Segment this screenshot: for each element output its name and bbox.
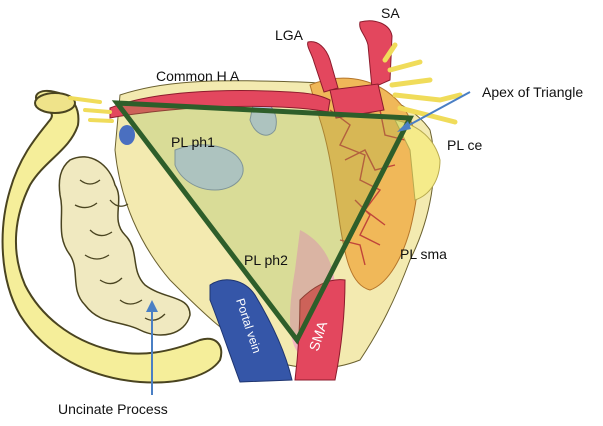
label-uncinate: Uncinate Process [58,401,168,417]
label-sa: SA [381,5,400,21]
label-pl-ce: PL ce [447,137,482,153]
label-pl-ph1: PL ph1 [171,134,215,150]
label-pl-sma: PL sma [400,246,447,262]
label-apex: Apex of Triangle [482,84,583,100]
label-pl-ph2: PL ph2 [244,252,288,268]
label-lga: LGA [275,27,304,43]
label-common-ha: Common H A [156,68,240,84]
duodenum-opening [35,93,75,113]
blue-vessel-left [119,125,135,145]
